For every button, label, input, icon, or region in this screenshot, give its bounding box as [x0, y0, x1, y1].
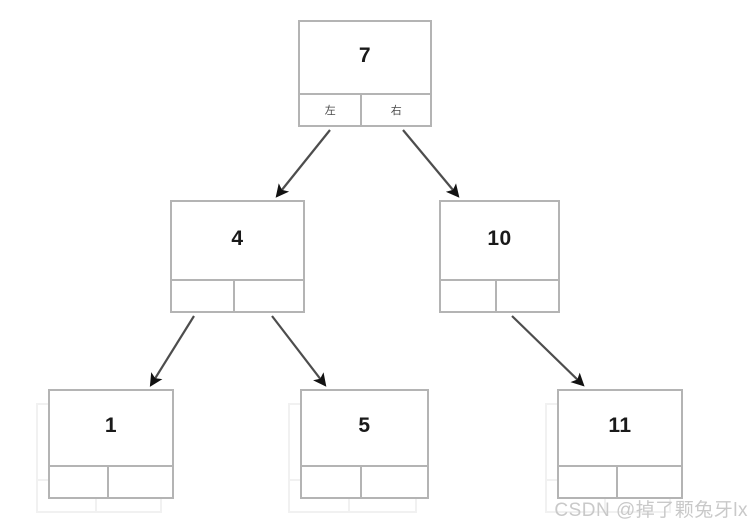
left-pointer-cell-n10[interactable]: [441, 281, 498, 311]
node-pointers-n5: [302, 465, 427, 497]
left-pointer-cell-n11[interactable]: [559, 467, 618, 497]
node-value-n1: 1: [104, 414, 118, 437]
right-pointer-cell-root[interactable]: 右: [362, 95, 430, 125]
tree-node-n1[interactable]: 1: [48, 389, 174, 499]
left-pointer-cell-n1[interactable]: [50, 467, 109, 497]
tree-node-n10[interactable]: 10: [439, 200, 560, 313]
right-pointer-cell-n10[interactable]: [497, 281, 558, 311]
right-pointer-cell-n5[interactable]: [362, 467, 427, 497]
node-value-root: 7: [358, 43, 372, 67]
tree-node-root[interactable]: 7 左右: [298, 20, 432, 127]
node-value-n11: 11: [608, 414, 632, 437]
node-value-n4: 4: [231, 226, 244, 250]
node-pointers-n1: [50, 465, 172, 497]
right-pointer-cell-n11[interactable]: [617, 467, 681, 497]
left-pointer-cell-n5[interactable]: [302, 467, 362, 497]
edge-n4-left: [149, 315, 195, 387]
tree-node-n11[interactable]: 11: [557, 389, 683, 499]
right-pointer-cell-n4[interactable]: [234, 281, 303, 311]
node-value-n5: 5: [358, 414, 371, 437]
csdn-watermark: CSDN @掉了颗兔牙lx: [554, 500, 748, 521]
node-pointers-n4: [172, 279, 303, 311]
tree-node-n4[interactable]: 4: [170, 200, 305, 313]
node-pointers-root: 左右: [300, 93, 430, 125]
edge-n10-right: [511, 315, 585, 387]
tree-node-n5[interactable]: 5: [300, 389, 429, 499]
edge-root-left: [275, 129, 331, 198]
left-pointer-cell-n4[interactable]: [172, 281, 235, 311]
node-pointers-n10: [441, 279, 558, 311]
edge-n4-right: [271, 315, 327, 387]
node-pointers-n11: [559, 465, 681, 497]
left-pointer-cell-root[interactable]: 左: [300, 95, 363, 125]
right-pointer-cell-n1[interactable]: [108, 467, 172, 497]
node-value-n10: 10: [487, 226, 512, 250]
edge-root-right: [402, 129, 460, 198]
